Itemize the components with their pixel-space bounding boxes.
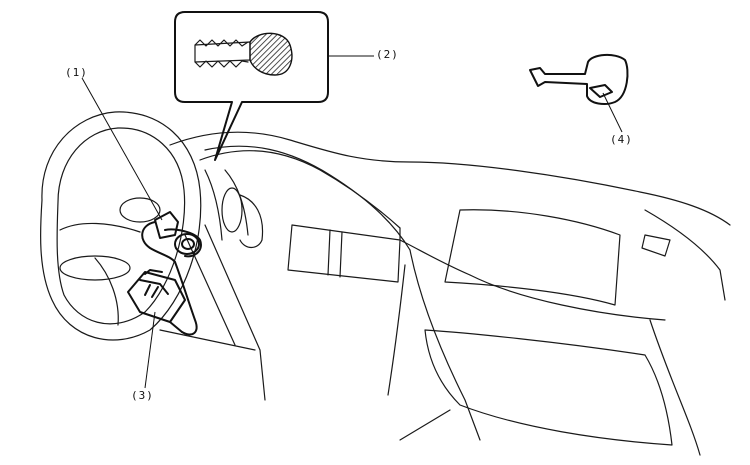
instrument-cluster — [204, 169, 264, 249]
glovebox — [424, 329, 673, 446]
transponder-key — [529, 54, 629, 105]
right-panel — [444, 209, 621, 306]
key-callout-bubble — [174, 11, 329, 161]
ignition-immobilizer-coil — [141, 211, 202, 336]
side-vent — [641, 234, 671, 257]
center-vent — [287, 224, 401, 283]
key-head-icon — [249, 32, 293, 76]
dashboard-outline — [169, 131, 731, 456]
callout-label-1: (1) — [65, 66, 88, 79]
callout-label-4: (4) — [610, 133, 633, 146]
callout-label-3: (3) — [131, 389, 154, 402]
leader-lines — [81, 55, 623, 389]
immobilizer-module — [127, 269, 186, 333]
callout-label-2: (2) — [376, 48, 399, 61]
